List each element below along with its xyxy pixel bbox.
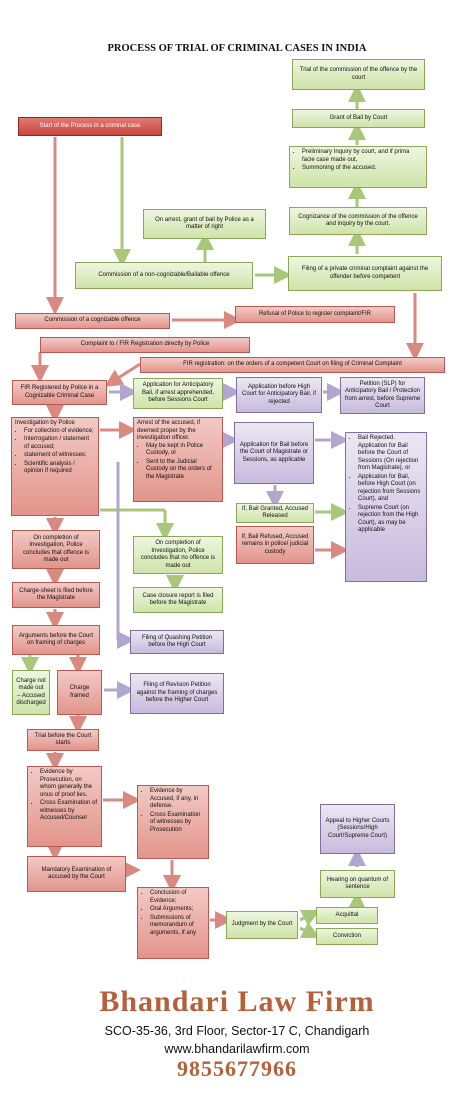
arrest-item: May be kept in Police Custody, or [146, 443, 219, 458]
bail-item: Application for Bail, before High Court … [358, 474, 423, 504]
accused-evidence-box: Evidence by Accused, if any, in defense.… [137, 785, 209, 859]
bail-item: Bail Rejected. Application for Bail befo… [358, 435, 423, 473]
arrest-item: Sent to the Judicial Custody on the orde… [146, 459, 219, 482]
accused-item: Evidence by Accused, if any, in defense. [150, 788, 205, 811]
firm-address: SCO-35-36, 3rd Floor, Sector-17 C, Chand… [104, 1024, 370, 1038]
conclusion-item: Oral Arguments; [150, 906, 205, 914]
cognizance-box: Cognizance of the commission of the offe… [289, 207, 427, 235]
preliminary-inquiry-box: Preliminary Inquiry by court, and if pri… [289, 146, 427, 188]
firm-phone[interactable]: 9855677966 [177, 1056, 297, 1081]
judgment-box: Judgment by the Court [226, 911, 298, 939]
arrest-accused-box: Arrest of the accused, if deemed proper … [133, 417, 223, 502]
bail-granted-box: If, Bail Granted, Accused Released [236, 503, 314, 523]
anticipatory-bail-box: Application for Anticipatory Bail, if ar… [133, 378, 223, 409]
chargesheet-box: Charge-sheet is filed before the Magistr… [12, 582, 100, 608]
conclusion-item: Submissions of memorandum of arguments, … [150, 915, 205, 938]
mandatory-exam-box: Mandatory Examination of accused by the … [27, 856, 126, 892]
bail-refused-box: If, Bail Refused, Accused remains in pol… [236, 526, 314, 564]
firm-name: Bhandari Law Firm [99, 985, 375, 1018]
accused-item: Cross Examination of witnesses by Prosec… [150, 812, 205, 835]
completion-no-offence-box: On completion of Investigation, Police c… [133, 536, 223, 574]
hc-anticipatory-box: Application before High Court for Antici… [236, 377, 322, 413]
prosecution-evidence-box: Evidence by Prosecution, on whom general… [27, 766, 102, 847]
bail-application-box: Application for Bail before the Court of… [234, 422, 314, 484]
investigation-item: Scientific analysis / opinion if require… [24, 461, 95, 476]
private-complaint-box: Filing of a private criminal complaint a… [288, 256, 442, 291]
complaint-police-box: Complaint to / FIR Registration directly… [40, 337, 250, 353]
charge-not-made-box: Charge not made out – Accused discharged [12, 670, 50, 715]
charge-framed-box: Charge framed [57, 670, 102, 715]
firm-website[interactable]: www.bhandarilawfirm.com [164, 1042, 310, 1056]
prelim-item: Preliminary Inquiry by court, and if pri… [302, 149, 423, 164]
investigation-item: For collection of evidence; [24, 428, 95, 436]
trial-starts-box: Trial before the Court starts [27, 729, 99, 751]
trial-commission-box: Trial of the commission of the offence b… [292, 59, 425, 90]
bail-escalation-box: Bail Rejected. Application for Bail befo… [345, 432, 427, 582]
conclusion-box: Conclusion of Evidence; Oral Arguments; … [137, 887, 209, 959]
conclusion-item: Conclusion of Evidence; [150, 890, 205, 905]
acquittal-box: Acquittal [316, 907, 378, 924]
arguments-box: Arguments before the Court on framing of… [12, 625, 100, 655]
closure-report-box: Case closure report is filed before the … [133, 587, 223, 613]
prosecution-item: Evidence by Prosecution, on whom general… [40, 769, 98, 799]
fir-court-box: FIR registration: on the orders of a com… [140, 357, 445, 373]
investigation-title: Investigation by Police [15, 420, 75, 426]
cognizable-box: Commission of a cognizable offence [15, 313, 170, 329]
fir-registered-box: FIR Registered by Police in a Cognizable… [12, 380, 107, 405]
arrest-title: Arrest of the accused, if deemed proper … [137, 420, 201, 441]
appeal-box: Appeal to Higher Courts (Sessions/High C… [320, 804, 395, 854]
investigation-item: statement of witnesses; [24, 452, 95, 460]
prelim-item: Summoning of the accused. [302, 165, 423, 173]
bail-item: Supreme Court (on rejection from the Hig… [358, 505, 423, 535]
investigation-item: Interrogation / statement of accused; [24, 436, 95, 451]
slp-box: Petition (SLP) for Anticipatory Bail / P… [340, 377, 425, 414]
hearing-box: Hearing on quantum of sentence [320, 870, 395, 898]
investigation-box: Investigation by Police For collection o… [11, 417, 99, 516]
revision-petition-box: Filing of Revision Petition against the … [130, 673, 224, 714]
quashing-box: Filing of Quashing Petition before the H… [130, 630, 224, 654]
grant-bail-court-box: Grant of Bail by Court [292, 109, 425, 128]
non-cognizable-box: Commission of a non-cognizable/Bailable … [75, 262, 253, 289]
completion-offence-box: On completion of Investigation, Police c… [12, 530, 100, 569]
conviction-box: Conviction [316, 928, 378, 945]
refusal-box: Refusal of Police to register complaint/… [235, 306, 395, 323]
arrest-bail-box: On arrest, grant of bail by Police as a … [143, 209, 266, 239]
page-title: PROCESS OF TRIAL OF CRIMINAL CASES IN IN… [107, 43, 367, 54]
prosecution-item: Cross Examination of witnesses by Accuse… [40, 800, 98, 823]
start-process-box: Start of the Process in a criminal case [18, 117, 162, 136]
